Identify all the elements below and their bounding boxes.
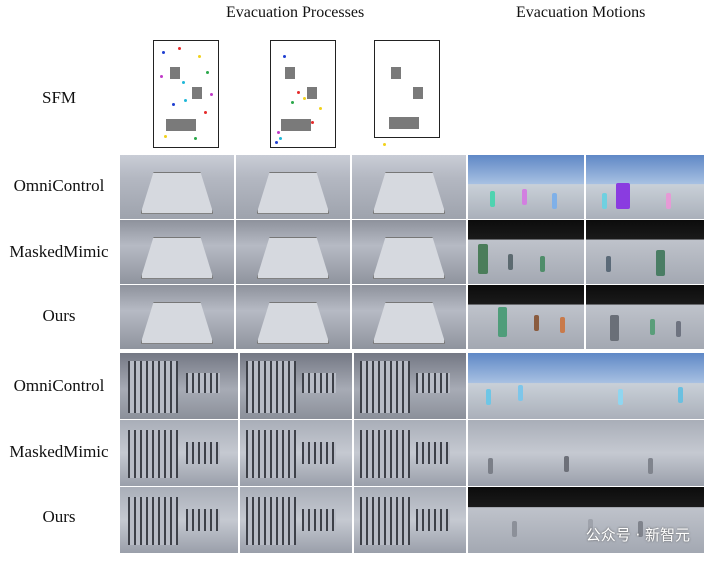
sfm-plot-1 [153, 40, 219, 148]
motion-ours-1 [468, 285, 584, 349]
motion-ours-2 [586, 285, 704, 349]
motion-maskedmimic-1 [468, 220, 584, 284]
sfm-plot-2 [270, 40, 336, 148]
scene-maskedmimic-b3 [354, 420, 466, 486]
scene-ours-2 [236, 285, 350, 349]
scene-ours-b3 [354, 487, 466, 553]
motion-maskedmimic-2 [586, 220, 704, 284]
scene-omnicontrol-b1 [120, 353, 238, 419]
row-label-ours-top: Ours [42, 306, 76, 325]
evacuation-processes-header: Evacuation Processes [226, 4, 365, 21]
scene-omnicontrol-b3 [354, 353, 466, 419]
row-label-omnicontrol-bottom: OmniControl [13, 376, 105, 395]
scene-ours-1 [120, 285, 234, 349]
motion-maskedmimic-b [468, 420, 704, 486]
scene-maskedmimic-b2 [240, 420, 352, 486]
scene-omnicontrol-2 [236, 155, 350, 219]
sfm-plot-3 [374, 40, 440, 146]
scene-maskedmimic-3 [352, 220, 466, 284]
motion-omnicontrol-b [468, 353, 704, 419]
motion-omnicontrol-1 [468, 155, 584, 219]
watermark: 公众号 · 新智元 [585, 526, 690, 544]
scene-omnicontrol-b2 [240, 353, 352, 419]
motion-ours-b: 公众号 · 新智元 [468, 487, 704, 553]
row-label-sfm: SFM [41, 88, 77, 107]
scene-ours-b1 [120, 487, 238, 553]
scene-omnicontrol-3 [352, 155, 466, 219]
group-divider [120, 349, 704, 352]
scene-ours-b2 [240, 487, 352, 553]
scene-maskedmimic-1 [120, 220, 234, 284]
evacuation-motions-header: Evacuation Motions [516, 4, 646, 21]
motion-omnicontrol-2 [586, 155, 704, 219]
scene-omnicontrol-1 [120, 155, 234, 219]
row-label-omnicontrol-top: OmniControl [13, 176, 105, 195]
row-label-ours-bottom: Ours [42, 507, 76, 526]
scene-maskedmimic-2 [236, 220, 350, 284]
row-label-maskedmimic-top: MaskedMimic [9, 242, 109, 261]
scene-maskedmimic-b1 [120, 420, 238, 486]
scene-ours-3 [352, 285, 466, 349]
row-label-maskedmimic-bottom: MaskedMimic [9, 442, 109, 461]
